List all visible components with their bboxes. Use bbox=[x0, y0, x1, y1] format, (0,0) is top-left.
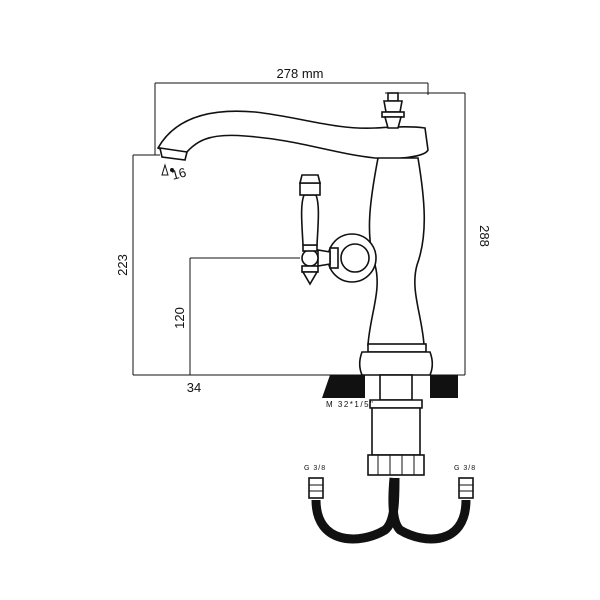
mounting-shank: M 32*1/5" bbox=[326, 374, 425, 476]
width-dimension-label: 278 mm bbox=[277, 66, 324, 81]
supply-hoses: G 3/8 G 3/8 bbox=[304, 465, 476, 544]
hose-right-thread-label: G 3/8 bbox=[454, 465, 476, 472]
aerator-dimension-label: 16 bbox=[170, 165, 188, 183]
reach-dimension-label: 34 bbox=[187, 380, 201, 395]
hose-left-thread-label: G 3/8 bbox=[304, 465, 326, 472]
countertop-section bbox=[322, 374, 458, 398]
spout bbox=[156, 110, 429, 176]
mount-thread-label: M 32*1/5" bbox=[326, 400, 374, 409]
lever-handle bbox=[298, 174, 377, 286]
top-finial bbox=[381, 92, 405, 129]
spout-height-label: 223 bbox=[115, 254, 130, 276]
aerator-dot bbox=[170, 168, 174, 172]
faucet-body bbox=[358, 157, 434, 376]
handle-height-label: 120 bbox=[172, 307, 187, 329]
height-dimension-label: 288 bbox=[477, 225, 492, 247]
